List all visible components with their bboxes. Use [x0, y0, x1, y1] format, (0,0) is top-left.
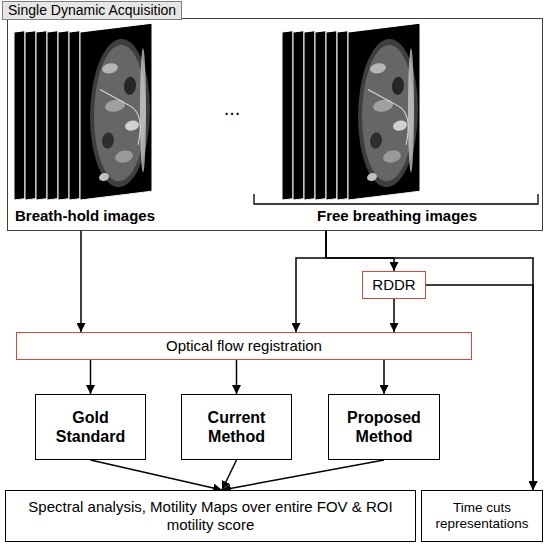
process-box: RDDR: [362, 271, 426, 299]
text-holder: RDDR: [372, 276, 415, 294]
image-frame: [25, 31, 36, 200]
image-frame: [80, 23, 152, 200]
connector: [222, 460, 237, 490]
text-holder: Gold Standard: [49, 408, 133, 446]
image-frame: [69, 31, 80, 200]
process-box: Optical flow registration: [16, 332, 472, 360]
text-holder: Spectral analysis, Motility Maps over en…: [8, 498, 413, 534]
image-frame: [304, 31, 315, 200]
connector: [90, 360, 92, 394]
connector: [393, 299, 395, 332]
image-frame: [47, 31, 58, 200]
node-text: RDDR: [372, 276, 415, 294]
node-text: Single Dynamic Acquisition: [8, 2, 176, 19]
stack-label: Breath-hold images: [15, 207, 155, 225]
output-box: Spectral analysis, Motility Maps over en…: [5, 490, 416, 542]
node-text: Optical flow registration: [166, 337, 322, 355]
connector: [80, 231, 82, 332]
image-frame: [293, 31, 304, 200]
result-box: Gold Standard: [35, 394, 146, 460]
image-frame: [36, 31, 47, 200]
connector: [222, 460, 384, 490]
connector: [383, 360, 385, 394]
node-text: Time cuts representations: [426, 500, 538, 532]
connector: [326, 231, 394, 271]
result-box: Proposed Method: [328, 394, 440, 460]
text-holder: Time cuts representations: [426, 500, 538, 532]
image-frame: [58, 31, 69, 200]
connector: [326, 231, 533, 490]
image-stack: [14, 23, 152, 200]
mri-image: [358, 35, 418, 190]
image-frame: [337, 31, 348, 200]
image-frame: [348, 23, 420, 200]
bracket: [254, 194, 538, 204]
node-text: Gold Standard: [49, 408, 133, 446]
mri-image: [90, 35, 150, 190]
image-frame: [326, 31, 337, 200]
image-frame: [282, 31, 293, 200]
image-stack: [282, 23, 420, 200]
output-box: Time cuts representations: [421, 490, 543, 542]
stack-label: Free breathing images: [317, 207, 477, 225]
connector: [91, 460, 223, 490]
text-holder: Optical flow registration: [166, 337, 322, 355]
result-box: Current Method: [181, 394, 292, 460]
image-frame: [315, 31, 326, 200]
connector: [236, 360, 238, 394]
image-frame: [14, 31, 25, 200]
node-text: Proposed Method: [342, 408, 426, 446]
text-holder: Proposed Method: [342, 408, 426, 446]
connector: [296, 231, 326, 332]
frame-box: Single Dynamic Acquisition: [7, 18, 543, 231]
ellipsis: ...: [224, 96, 241, 120]
connector: [426, 285, 533, 490]
text-holder: Current Method: [195, 408, 279, 446]
node-text: Spectral analysis, Motility Maps over en…: [8, 498, 413, 534]
node-text: Current Method: [195, 408, 279, 446]
title-tab: Single Dynamic Acquisition: [2, 1, 182, 20]
